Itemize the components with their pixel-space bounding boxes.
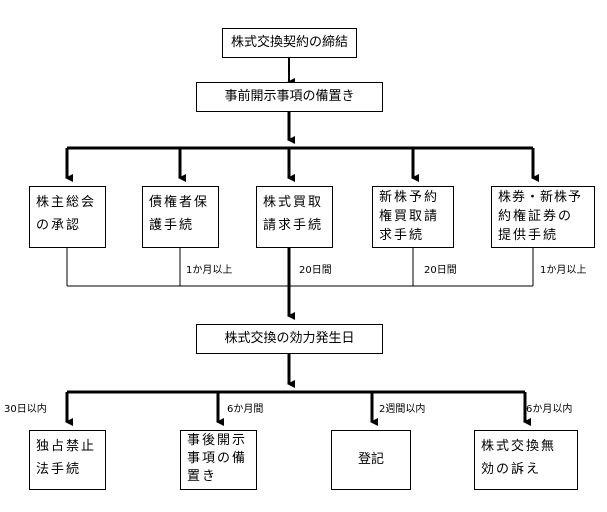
procedure-5-line-3: 提供手続 — [498, 228, 559, 243]
after-1-line-2: 法手続 — [36, 462, 82, 477]
after-box-3: 登記 — [331, 430, 411, 490]
procedure-box-3: 株式買取 請求手続 — [256, 186, 333, 248]
disclosure-label: 事前開示事項の備置き — [224, 89, 355, 104]
procedure-box-1: 株主総会 の承認 — [29, 186, 106, 248]
deadline-after-2: 6か月間 — [227, 404, 264, 415]
procedure-2-line-2: 護手続 — [149, 218, 195, 233]
deadline-before-3: 20日間 — [424, 265, 457, 276]
after-3-line-1: 登記 — [357, 452, 384, 467]
procedure-2-line-1: 債権者保 — [149, 195, 210, 210]
after-box-4: 株式交換無 効の訴え — [474, 430, 578, 490]
procedure-4-line-3: 求手続 — [379, 228, 425, 243]
after-box-2: 事後開示 事項の備 置き — [180, 430, 257, 490]
procedure-5-line-1: 株券・新株予 — [498, 190, 583, 205]
after-4-line-1: 株式交換無 — [481, 439, 557, 454]
effective-date-label: 株式交換の効力発生日 — [224, 331, 355, 346]
deadline-before-1: 1か月以上 — [186, 265, 233, 276]
procedure-4-line-2: 権買取請 — [379, 209, 440, 224]
procedure-box-4: 新株予約 権買取請 求手続 — [372, 186, 454, 248]
contract-label: 株式交換契約の締結 — [230, 35, 348, 50]
procedure-box-5: 株券・新株予 約権証券の 提供手続 — [491, 186, 595, 248]
deadline-before-4: 1か月以上 — [540, 265, 587, 276]
procedure-5-line-2: 約権証券の — [498, 209, 574, 224]
procedure-1-line-1: 株主総会 — [36, 195, 97, 210]
procedure-1-line-2: の承認 — [36, 218, 82, 233]
after-2-line-2: 事項の備 — [187, 451, 248, 466]
procedure-4-line-1: 新株予約 — [379, 190, 440, 205]
after-2-line-3: 置き — [187, 469, 218, 484]
procedure-box-2: 債権者保 護手続 — [142, 186, 219, 248]
deadline-after-1: 30日以内 — [4, 404, 47, 415]
procedure-3-line-1: 株式買取 — [263, 195, 324, 210]
disclosure-box: 事前開示事項の備置き — [196, 82, 383, 112]
after-4-line-2: 効の訴え — [481, 462, 542, 477]
after-1-line-1: 独占禁止 — [36, 439, 97, 454]
after-box-1: 独占禁止 法手続 — [29, 430, 106, 490]
procedure-3-line-2: 請求手続 — [263, 218, 324, 233]
effective-date-box: 株式交換の効力発生日 — [196, 324, 383, 354]
after-2-line-1: 事後開示 — [187, 433, 248, 448]
contract-box: 株式交換契約の締結 — [222, 28, 357, 58]
deadline-after-4: 6か月以内 — [526, 404, 573, 415]
deadline-after-3: 2週間以内 — [379, 404, 426, 415]
deadline-before-2: 20日間 — [299, 265, 332, 276]
